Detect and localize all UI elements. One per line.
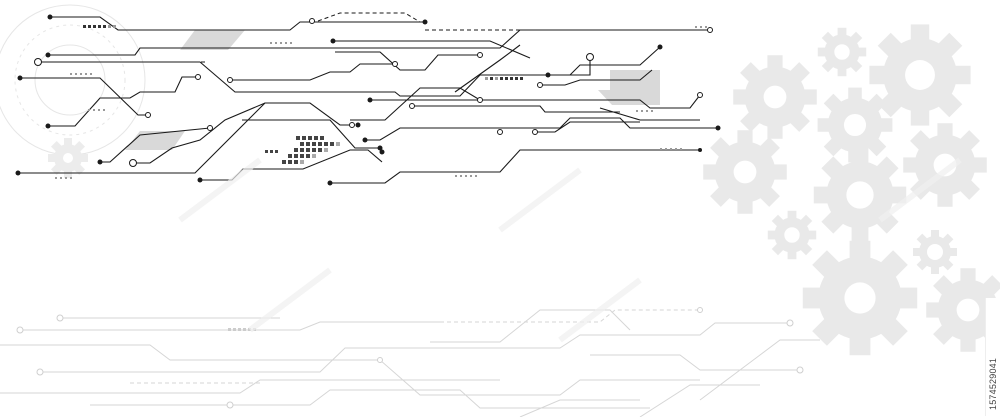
circuit-traces (18, 16, 718, 184)
pixel-grid-icon (55, 25, 707, 179)
faint-target-circle (0, 4, 146, 156)
dashed-traces (145, 12, 520, 63)
watermark-marks (178, 157, 962, 343)
gear-cluster (703, 24, 1000, 356)
gear-icon (817, 87, 893, 163)
gear-icon (926, 268, 1000, 352)
gear-icon (913, 230, 957, 274)
gear-icon (767, 210, 817, 260)
gear-icon (869, 24, 971, 126)
gear-icon (802, 240, 918, 356)
gear-icon (817, 27, 867, 77)
faint-node-icons (16, 307, 804, 409)
faint-circuit-traces (0, 309, 820, 417)
stock-image-id-strip: 1574529041 (985, 298, 1000, 416)
gear-icon (813, 148, 907, 242)
small-gear-icon (48, 138, 88, 178)
faint-dashed-traces (130, 309, 700, 384)
circuit-node-icon (15, 14, 721, 186)
hollow-node-icons (34, 18, 713, 167)
gear-icon (703, 130, 787, 214)
gear-icon (733, 55, 817, 139)
stock-image-id: 1574529041 (988, 357, 998, 410)
gray-panels (125, 30, 660, 150)
